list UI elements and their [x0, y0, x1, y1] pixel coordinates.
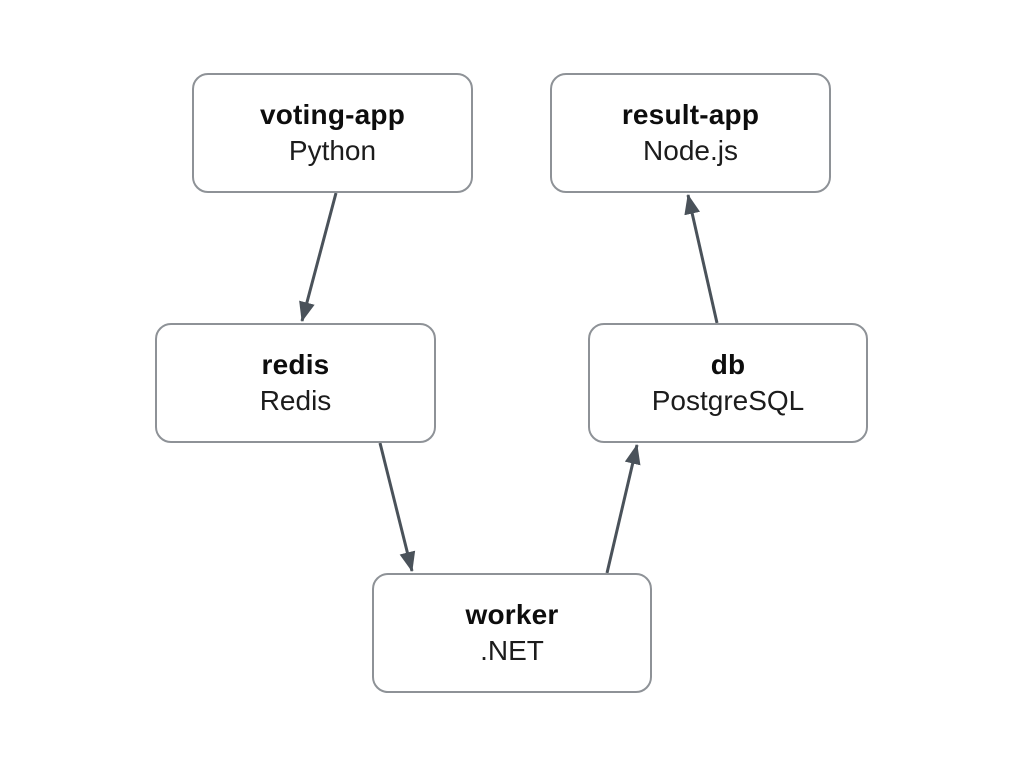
- node-title-db: db: [710, 349, 746, 380]
- node-title-worker: worker: [465, 599, 559, 630]
- edge-arrow-db-to-result-app: [684, 194, 719, 324]
- edge-arrow-redis-to-worker: [378, 442, 416, 572]
- node-subtitle-worker: .NET: [480, 635, 544, 666]
- node-subtitle-redis: Redis: [259, 385, 332, 416]
- node-subtitle-db: PostgreSQL: [651, 385, 805, 416]
- node-title-result-app: result-app: [621, 99, 760, 130]
- node-title-redis: redis: [261, 349, 330, 380]
- node-title-voting-app: voting-app: [259, 99, 406, 130]
- node-subtitle-result-app: Node.js: [643, 135, 738, 166]
- node-worker: worker .NET: [372, 573, 652, 693]
- edge-arrow-worker-to-db: [605, 444, 641, 574]
- edge-arrow-voting-app-to-redis: [299, 192, 338, 322]
- node-subtitle-voting-app: Python: [288, 135, 377, 166]
